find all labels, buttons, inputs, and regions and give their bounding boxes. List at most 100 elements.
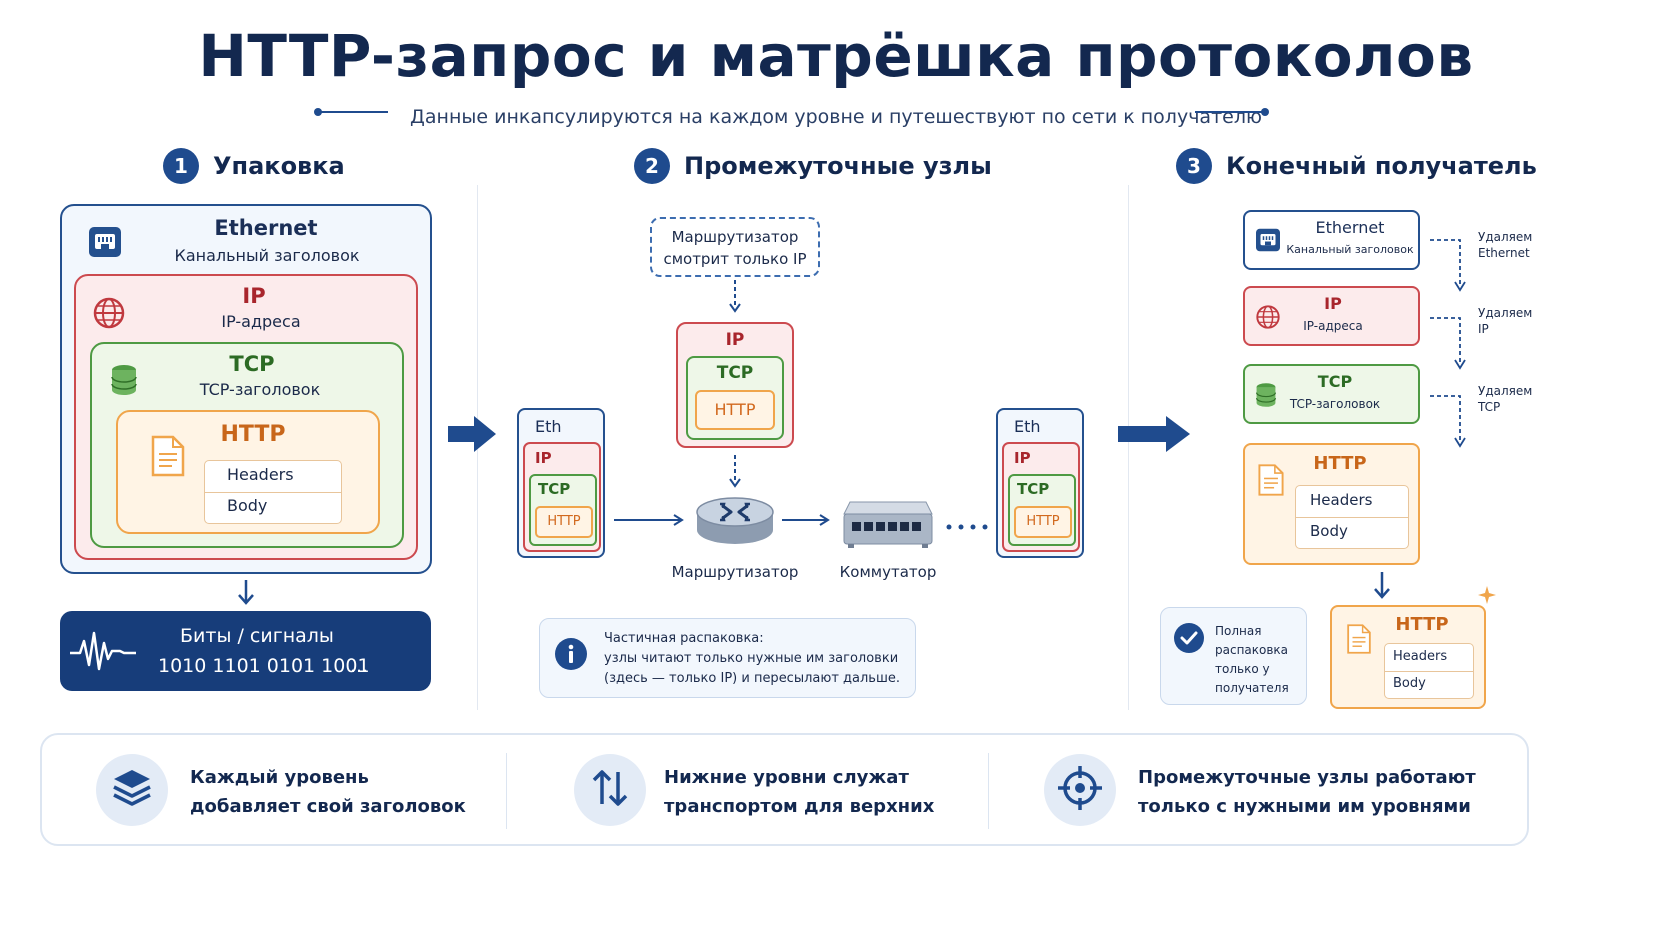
full-unpacking-note: Полная распаковка только у получателя: [1160, 607, 1307, 705]
section-label: Промежуточные узлы: [684, 152, 992, 180]
bits-signals-panel: Биты / сигналы 1010 1101 0101 1001 ...: [60, 611, 431, 691]
page-title: HTTP-запрос и матрёшка протоколов: [198, 22, 1474, 90]
footer-1-line1: Каждый уровень: [190, 767, 369, 788]
section-number: 2: [634, 148, 670, 184]
down-arrow-icon: [236, 580, 256, 610]
receiver-eth-title: Ethernet: [1315, 218, 1385, 237]
footer-separator: [506, 753, 507, 829]
remove-ip-line1: Удаляем: [1478, 306, 1533, 320]
eth-label: Eth: [535, 417, 562, 436]
http-label: HTTP: [547, 514, 581, 529]
footer-point-2: Нижние уровни служат транспортом для вер…: [664, 763, 934, 821]
arrow-to-router-icon: [614, 512, 686, 532]
remove-ip-arrow-icon: [1430, 314, 1470, 376]
dashed-down-arrow-icon: [727, 455, 743, 493]
headers-label: Headers: [1393, 649, 1448, 664]
bits-value: 1010 1101 0101 1001: [158, 655, 370, 677]
right-arrow-icon: [448, 414, 498, 458]
footer-1-line2: добавляет свой заголовок: [190, 796, 466, 817]
divider: [205, 492, 341, 493]
info-line1: Частичная распаковка:: [604, 631, 764, 646]
receiver-headers-body: Headers Body: [1295, 485, 1409, 549]
subtitle-left-dot: [314, 108, 322, 116]
body-label: Body: [227, 496, 268, 515]
subtitle-left-line: [318, 111, 388, 113]
final-http-title: HTTP: [1395, 614, 1449, 635]
footer-icon-circle: [96, 754, 168, 826]
ethernet-layer-box: Ethernet Канальный заголовок IP IP-адрес…: [60, 204, 432, 574]
sparkle-icon: [1478, 586, 1496, 608]
headers-label: Headers: [227, 465, 294, 484]
tcp-subtitle: TCP-заголовок: [199, 380, 321, 399]
packet-left-http: HTTP: [535, 506, 593, 538]
section-number: 3: [1176, 148, 1212, 184]
tcp-label: TCP: [1017, 480, 1050, 498]
waveform-icon: [70, 629, 136, 677]
ip-layer-box: IP IP-адреса TCP TCP-заголовок HTTP Head…: [74, 274, 418, 560]
database-icon: [110, 364, 138, 400]
section-header-packing: 1 Упаковка: [163, 148, 345, 184]
ethernet-port-icon: [88, 226, 122, 262]
receiver-http-box: HTTP Headers Body: [1243, 443, 1420, 565]
footer-icon-circle: [1044, 754, 1116, 826]
remove-tcp-label: Удаляем TCP: [1478, 383, 1532, 415]
ip-label: IP: [535, 449, 552, 467]
router-http-box: HTTP: [695, 390, 775, 430]
dotted-link-icon: [945, 516, 991, 535]
headers-label: Headers: [1310, 491, 1373, 509]
packet-right-tcp: TCP HTTP: [1008, 474, 1076, 546]
footer-2-line1: Нижние уровни служат: [664, 767, 909, 788]
column-separator: [1128, 185, 1129, 710]
remove-tcp-arrow-icon: [1430, 392, 1470, 454]
footer-3-line2: только с нужными им уровнями: [1138, 796, 1471, 817]
packet-left-eth: Eth IP TCP HTTP: [517, 408, 605, 558]
body-label: Body: [1393, 676, 1426, 691]
remove-eth-line1: Удаляем: [1478, 230, 1533, 244]
remove-eth-arrow-icon: [1430, 236, 1470, 298]
ethernet-subtitle: Канальный заголовок: [174, 246, 360, 265]
info-icon: [554, 637, 588, 675]
router-note-line1: Маршрутизатор: [671, 228, 799, 246]
target-icon: [1056, 764, 1104, 816]
right-arrow-icon: [1118, 414, 1192, 458]
section-label: Упаковка: [213, 152, 345, 180]
section-header-intermediate: 2 Промежуточные узлы: [634, 148, 992, 184]
packet-right-http: HTTP: [1014, 506, 1072, 538]
bits-ellipsis: ...: [350, 655, 369, 677]
packet-right-eth: Eth IP TCP HTTP: [996, 408, 1084, 558]
router-note-box: Маршрутизатор смотрит только IP: [650, 217, 820, 277]
divider: [1296, 517, 1408, 518]
eth-label: Eth: [1014, 417, 1041, 436]
subtitle-right-line: [1195, 111, 1265, 113]
receiver-ip-title: IP: [1324, 294, 1342, 313]
http-layer-box: HTTP Headers Body: [116, 410, 380, 534]
remove-tcp-line1: Удаляем: [1478, 384, 1533, 398]
switch-icon[interactable]: [842, 500, 934, 554]
divider: [1385, 671, 1473, 672]
receiver-eth-sub: Канальный заголовок: [1286, 243, 1414, 256]
full-line3: только у: [1215, 662, 1270, 676]
arrow-to-switch-icon: [782, 512, 832, 532]
document-icon: [150, 434, 186, 482]
summary-panel: Каждый уровень добавляет свой заголовок …: [40, 733, 1529, 846]
tcp-title: TCP: [229, 352, 275, 376]
ethernet-port-icon: [1255, 228, 1281, 256]
layers-icon: [110, 766, 154, 814]
section-label: Конечный получатель: [1226, 152, 1537, 180]
tcp-label: TCP: [716, 363, 754, 383]
http-title: HTTP: [220, 422, 286, 447]
ip-title: IP: [242, 284, 266, 308]
full-line1: Полная: [1215, 624, 1262, 638]
section-number: 1: [163, 148, 199, 184]
footer-point-3: Промежуточные узлы работают только с нуж…: [1138, 763, 1476, 821]
section-header-receiver: 3 Конечный получатель: [1176, 148, 1537, 184]
receiver-tcp-sub: TCP-заголовок: [1289, 397, 1381, 411]
remove-tcp-line2: TCP: [1478, 400, 1501, 414]
router-icon[interactable]: [694, 490, 776, 556]
database-icon: [1255, 382, 1277, 412]
receiver-tcp-box: TCP TCP-заголовок: [1243, 364, 1420, 424]
document-icon: [1346, 623, 1372, 659]
switch-label: Коммутатор: [839, 563, 937, 581]
globe-icon: [92, 296, 126, 334]
down-arrow-icon: [1372, 572, 1392, 604]
